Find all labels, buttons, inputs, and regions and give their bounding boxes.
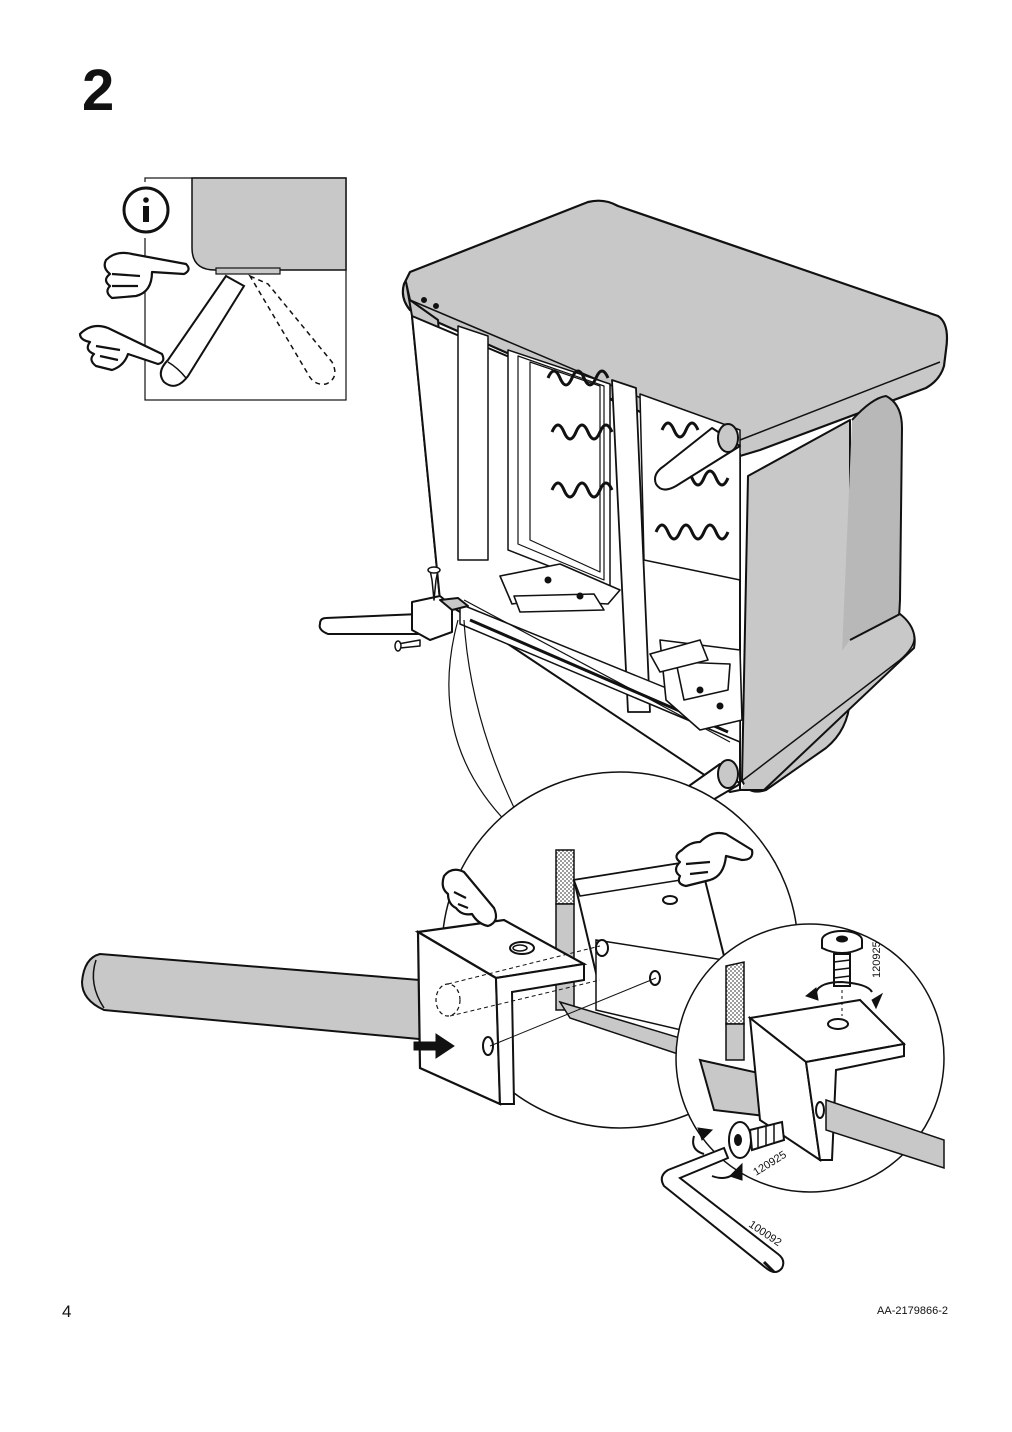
leg-incorrect-icon	[248, 274, 336, 386]
pointing-hand-icon	[78, 324, 165, 372]
pointing-hand-icon	[103, 251, 190, 300]
document-code: AA-2179866-2	[877, 1305, 948, 1317]
screw-detail-callout: 120925 120925 100092	[660, 923, 945, 1274]
pointing-hand-icon	[441, 868, 498, 928]
info-panel	[78, 177, 347, 401]
chair-upside-down	[318, 199, 949, 821]
page-number: 4	[62, 1302, 72, 1321]
info-icon	[118, 182, 174, 238]
leg-correct-icon	[159, 274, 246, 387]
screw-part-label: 120925	[871, 941, 883, 978]
pointing-hand-icon	[674, 831, 754, 888]
step-number: 2	[82, 58, 115, 123]
